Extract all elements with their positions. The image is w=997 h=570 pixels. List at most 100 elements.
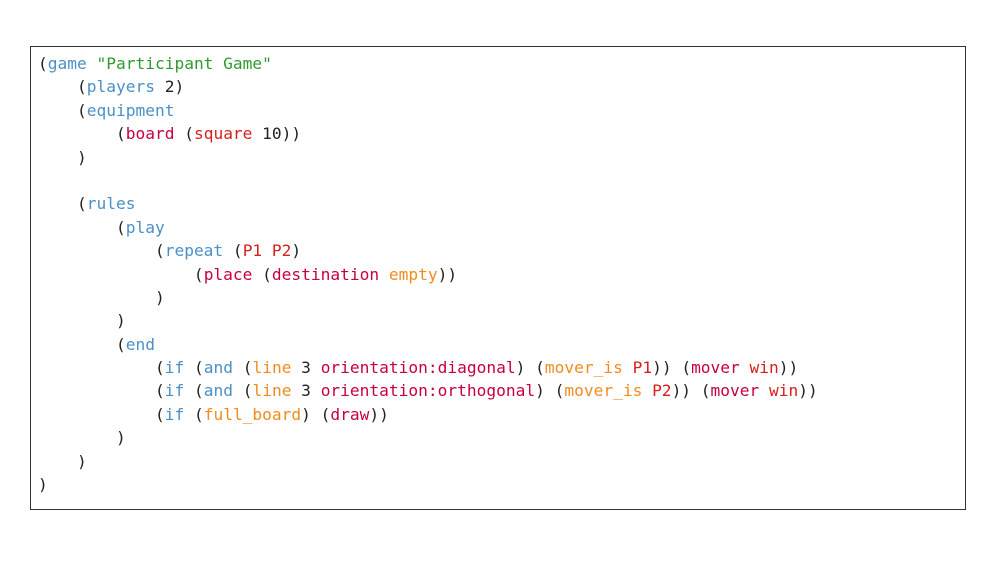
code-token: "Participant Game" [96, 54, 272, 73]
code-token: end [125, 334, 155, 354]
code-token: orientation:orthogonal [320, 381, 536, 401]
code-token: )) [369, 404, 389, 424]
code-token: mover_is [544, 358, 623, 378]
code-token: ( [38, 404, 165, 424]
code-token: ( [223, 241, 243, 261]
code-token: rules [86, 194, 136, 214]
code-token: ( [38, 100, 87, 120]
code-token: if [164, 381, 185, 401]
code-token: ) ( [535, 381, 565, 401]
code-line: ) [38, 309, 818, 332]
code-token [642, 381, 652, 400]
code-line: (if (and (line 3 orientation:orthogonal)… [38, 379, 818, 402]
code-token: ( [38, 77, 87, 97]
code-token: ( [252, 264, 272, 284]
code-token [623, 358, 633, 377]
code-line: (if (full_board) (draw)) [38, 403, 818, 426]
code-token: destination [271, 264, 380, 284]
code-token: line [252, 358, 292, 378]
code-token: place [203, 264, 253, 284]
code-token: ( [184, 381, 204, 401]
code-token: ) [38, 311, 126, 331]
code-token: ( [38, 217, 126, 237]
code-token: ( [38, 334, 126, 354]
code-token: if [164, 358, 185, 378]
code-token: P1 [632, 358, 653, 378]
code-token: ( [232, 381, 253, 401]
code-line: ) [38, 450, 818, 473]
code-token: ( [184, 404, 204, 424]
code-line: ) [38, 473, 818, 496]
code-token: ( [38, 241, 165, 261]
code-token: equipment [86, 100, 175, 120]
code-line: (place (destination empty)) [38, 263, 818, 286]
code-block: (game "Participant Game" (players 2) (eq… [38, 52, 818, 496]
code-line: (players 2) [38, 75, 818, 98]
code-line: ) [38, 146, 818, 169]
code-token [759, 381, 769, 400]
code-token: repeat [164, 241, 224, 261]
code-token: mover_is [564, 381, 643, 401]
code-token: win [749, 358, 779, 378]
code-token: ) [38, 428, 126, 448]
code-token: if [164, 404, 185, 424]
code-token: ( [38, 381, 165, 401]
code-token: 10)) [252, 124, 302, 144]
code-token: ) [291, 241, 302, 261]
code-token: mover [710, 381, 760, 401]
code-token: ( [38, 194, 87, 214]
code-token: ( [38, 54, 48, 73]
code-token: )) [798, 381, 818, 401]
code-token: ( [38, 124, 126, 144]
code-token: square [193, 124, 253, 144]
code-line: (board (square 10)) [38, 122, 818, 145]
code-token [379, 265, 389, 284]
code-token: win [769, 381, 799, 401]
code-token: play [125, 217, 165, 237]
code-token: ) [38, 147, 87, 167]
code-token: line [252, 381, 292, 401]
code-token: ) [38, 451, 87, 471]
code-token: ) [38, 475, 48, 495]
code-token: players [86, 77, 155, 97]
code-token: mover [691, 358, 740, 378]
code-line [38, 169, 818, 192]
code-token [740, 358, 750, 377]
code-token: ( [184, 358, 204, 378]
code-line: (rules [38, 192, 818, 215]
code-token: and [203, 381, 233, 401]
code-token: ) ( [301, 404, 331, 424]
code-token: ) ( [515, 358, 545, 378]
code-token: ( [232, 358, 253, 378]
code-token: game [47, 54, 87, 73]
code-token: draw [330, 404, 370, 424]
code-line: (game "Participant Game" [38, 52, 818, 75]
code-line: ) [38, 426, 818, 449]
code-line: (play [38, 216, 818, 239]
code-token: orientation:diagonal [320, 358, 516, 378]
code-token: 3 [291, 381, 321, 401]
code-line: ) [38, 286, 818, 309]
code-token: )) [437, 264, 458, 284]
code-token: ( [38, 358, 165, 378]
code-token: )) [778, 358, 799, 378]
code-token: ) [38, 287, 165, 307]
code-token: ( [38, 264, 204, 284]
code-token: )) ( [671, 381, 711, 401]
code-token: )) ( [652, 358, 692, 378]
code-token: full_board [203, 404, 302, 424]
code-line: (end [38, 333, 818, 356]
code-token: P1 P2 [242, 241, 292, 261]
code-token: P2 [652, 381, 672, 401]
code-token: ( [174, 124, 194, 144]
code-token: empty [388, 264, 438, 284]
code-line: (if (and (line 3 orientation:diagonal) (… [38, 356, 818, 379]
code-line: (repeat (P1 P2) [38, 239, 818, 262]
code-token: 3 [291, 358, 321, 378]
code-line: (equipment [38, 99, 818, 122]
code-frame [30, 46, 966, 510]
code-token: and [203, 358, 233, 378]
code-token: board [125, 124, 175, 144]
code-token: 2) [154, 77, 185, 97]
